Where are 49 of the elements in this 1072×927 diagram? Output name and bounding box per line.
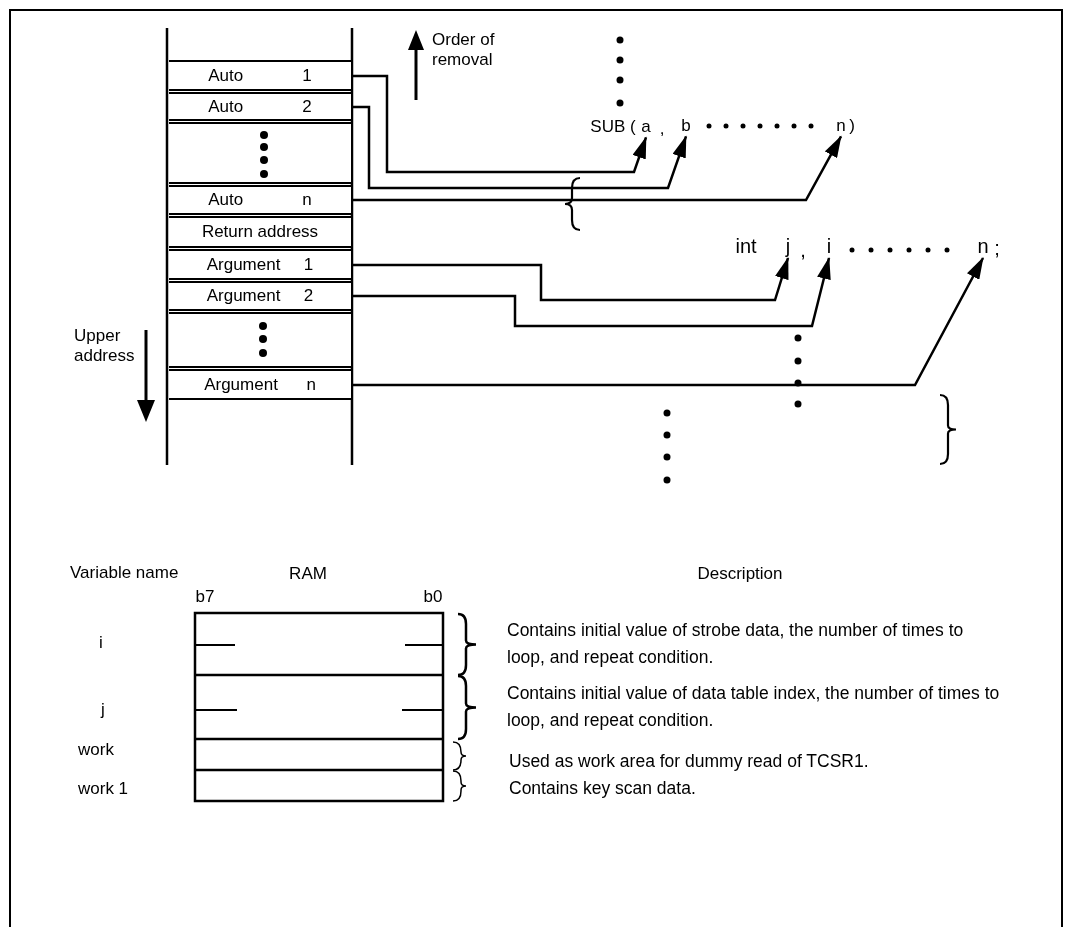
stack-cell — [169, 60, 351, 91]
parameter-name: a — [641, 117, 651, 137]
connector-arrow — [352, 257, 790, 302]
stack-cell — [169, 216, 351, 248]
function-call-text: SUB ( — [590, 116, 636, 138]
stack-cell — [169, 281, 351, 311]
connector-arrow — [352, 257, 985, 387]
bit-label: b0 — [423, 586, 443, 608]
connector-arrow — [352, 135, 843, 202]
stack-cell-text: Auto 1 — [208, 65, 312, 86]
bit-label: b7 — [195, 586, 215, 608]
stack-cell — [169, 92, 351, 121]
stack-cell-text: Argument n — [204, 374, 316, 395]
variable-name: work 1 — [78, 778, 129, 800]
stack-cell-text: Argument 2 — [206, 286, 314, 306]
parameter-name: n — [977, 235, 989, 257]
stack-cell-text: Return address — [201, 222, 319, 242]
direction-label: Order of removal — [432, 30, 496, 71]
stack-cell — [169, 122, 351, 184]
parameter-name: n — [836, 116, 846, 136]
connector-arrow — [352, 257, 831, 328]
separator-text: , — [800, 238, 806, 262]
stack-cell-text: Auto n — [208, 190, 312, 210]
stack-cell — [169, 312, 351, 368]
variable-name: j — [101, 699, 105, 721]
stack-cell — [169, 185, 351, 215]
column-heading: Description — [697, 563, 783, 585]
parameter-name: b — [681, 116, 691, 136]
parameter-name: j — [785, 235, 791, 257]
stack-cell — [169, 369, 351, 400]
declaration-text: int — [735, 234, 757, 258]
stack-cell-text: Auto 2 — [208, 96, 312, 117]
parameter-name: i — [826, 235, 832, 257]
connector-arrow — [352, 74, 648, 174]
stack-cell-text: Argument 1 — [206, 254, 314, 275]
description-text: Contains initial value of data table index, the number of times to loop, and repeat condition. — [507, 682, 1001, 732]
separator-text: ) — [849, 115, 855, 137]
description-text: Contains key scan data. — [509, 776, 696, 800]
direction-label: Upper address — [74, 326, 136, 367]
variable-name: work — [78, 739, 114, 761]
column-heading: Variable name — [70, 563, 179, 584]
description-text: Contains initial value of strobe data, the number of times to loop, and repeat condition. — [507, 619, 965, 669]
stack-cell — [169, 249, 351, 280]
connector-arrow — [352, 105, 688, 190]
separator-text: ; — [994, 236, 1000, 260]
description-text: Used as work area for dummy read of TCSR1. — [509, 749, 869, 773]
variable-name: i — [99, 632, 103, 654]
column-heading: RAM — [289, 563, 327, 585]
separator-text: , — [659, 118, 665, 140]
